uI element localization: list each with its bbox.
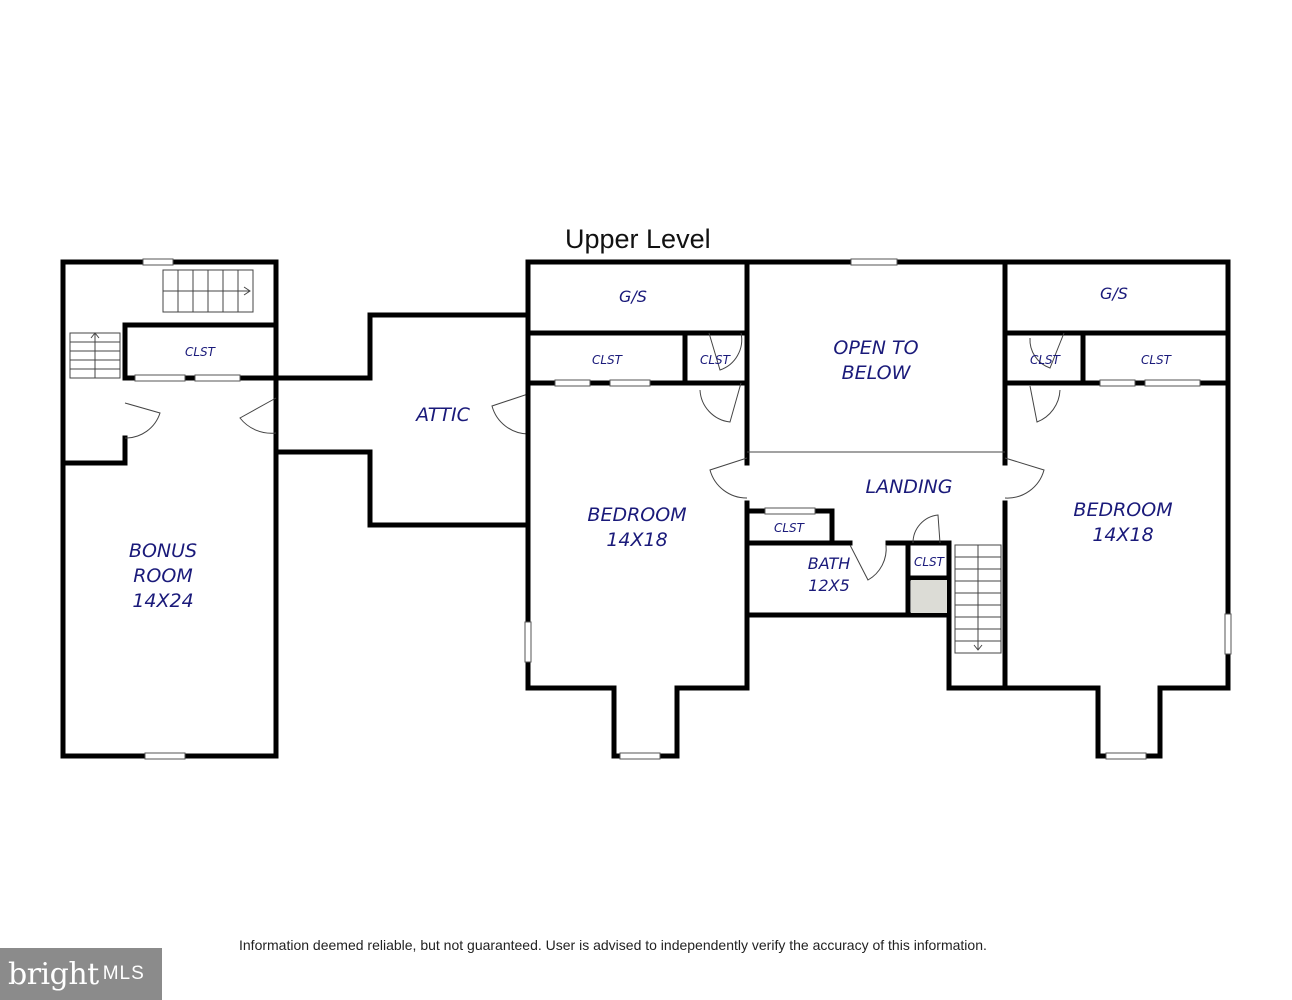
door-swing bbox=[124, 402, 161, 439]
label-closet-bed2-b: CLST bbox=[1141, 353, 1173, 367]
label-gs-right: G/S bbox=[1100, 284, 1128, 303]
label-closet-bed1-b: CLST bbox=[700, 353, 732, 367]
label-open-to-below-2: BELOW bbox=[842, 362, 912, 384]
label-bonus-room-2: ROOM bbox=[133, 565, 193, 587]
label-bonus-room: BONUS bbox=[129, 540, 197, 562]
door-swing bbox=[699, 382, 742, 423]
label-open-to-below: OPEN TO bbox=[833, 337, 918, 359]
label-bonus-closet: CLST bbox=[185, 345, 217, 359]
staircase bbox=[954, 544, 1002, 654]
window bbox=[1224, 613, 1232, 655]
label-bath: BATH bbox=[808, 554, 851, 573]
label-bedroom-2: BEDROOM bbox=[1073, 499, 1172, 521]
door-swing bbox=[239, 397, 277, 434]
door-swing bbox=[1029, 332, 1065, 369]
label-bonus-dims: 14X24 bbox=[132, 590, 193, 612]
label-closet-bed1-a: CLST bbox=[592, 353, 624, 367]
window bbox=[850, 258, 898, 266]
label-closet-landing: CLST bbox=[774, 521, 806, 535]
label-attic: ATTIC bbox=[414, 404, 470, 426]
plan-title: Upper Level bbox=[565, 224, 711, 254]
sliding-doors bbox=[554, 379, 1201, 515]
logo-sub: MLS bbox=[102, 963, 145, 984]
label-closet-bed2-a: CLST bbox=[1030, 353, 1062, 367]
door-swing bbox=[849, 544, 887, 581]
window bbox=[1105, 752, 1147, 760]
door-swing bbox=[912, 514, 941, 544]
label-landing: LANDING bbox=[866, 476, 953, 498]
label-bedroom-1: BEDROOM bbox=[587, 504, 686, 526]
door-swing bbox=[1004, 457, 1045, 499]
bright-mls-logo: bright MLS bbox=[0, 948, 162, 1000]
logo-word: bright bbox=[8, 956, 99, 992]
label-closet-stair: CLST bbox=[914, 555, 946, 569]
door-swing bbox=[708, 332, 743, 371]
window bbox=[619, 752, 661, 760]
attic-walls bbox=[273, 312, 531, 528]
staircase bbox=[162, 269, 254, 313]
label-bedroom-2-dims: 14X18 bbox=[1092, 524, 1153, 546]
label-bath-dims: 12X5 bbox=[808, 576, 850, 595]
sliding-doors bbox=[134, 374, 241, 382]
main-block-walls bbox=[525, 259, 1231, 759]
window bbox=[524, 621, 532, 663]
stair-closet-fill bbox=[911, 580, 947, 613]
label-gs-left: G/S bbox=[619, 287, 647, 306]
staircase bbox=[69, 332, 121, 379]
disclaimer-text: Information deemed reliable, but not gua… bbox=[239, 937, 987, 953]
label-bedroom-1-dims: 14X18 bbox=[606, 529, 667, 551]
door-swing bbox=[1029, 385, 1061, 423]
window bbox=[142, 258, 174, 266]
door-swing bbox=[709, 457, 748, 499]
window bbox=[144, 752, 186, 760]
door-swing bbox=[491, 393, 529, 435]
